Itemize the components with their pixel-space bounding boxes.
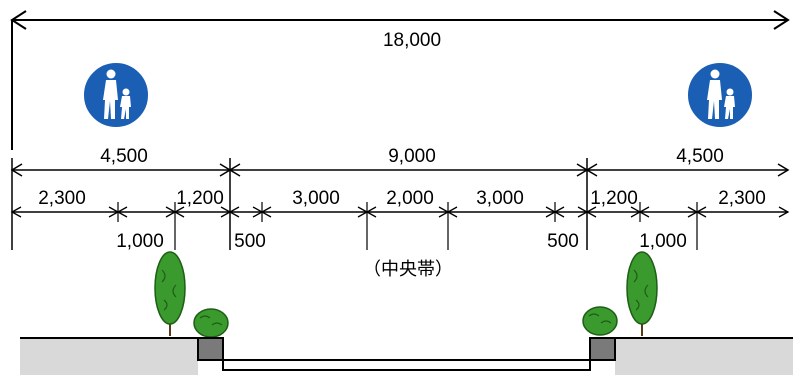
arrowhead-right xyxy=(773,10,790,30)
shrub-icon xyxy=(193,308,229,338)
detail-segment-label: 2,300 xyxy=(38,188,86,209)
detail-segment-label: 1,000 xyxy=(639,231,687,252)
median-label: （中央帯） xyxy=(363,259,453,280)
total-width-label: 18,000 xyxy=(383,30,441,51)
main-segment-label: 4,500 xyxy=(676,146,724,167)
tree-icon xyxy=(154,251,186,336)
detail-segment-label: 500 xyxy=(547,231,579,252)
shrub-icon xyxy=(582,306,618,336)
detail-dimension-line: 2,300 1,000 1,200 500 3,000 2,000 3,000 … xyxy=(10,188,790,252)
detail-segment-label: 3,000 xyxy=(292,188,340,209)
detail-segment-label: 3,000 xyxy=(476,188,524,209)
tree-icon xyxy=(626,251,658,336)
main-segment-label: 4,500 xyxy=(100,146,148,167)
total-width-dimension: 18,000 xyxy=(10,10,790,150)
curb-block xyxy=(197,337,224,361)
curb-block xyxy=(589,337,616,361)
road-profile xyxy=(20,337,793,375)
main-segment-label: 9,000 xyxy=(388,146,436,167)
pedestrian-sign-icon xyxy=(81,60,151,130)
detail-segment-label: 2,000 xyxy=(386,188,434,209)
detail-segment-label: 1,200 xyxy=(590,188,638,209)
detail-segment-label: 1,200 xyxy=(176,188,224,209)
detail-segment-label: 500 xyxy=(234,231,266,252)
main-dimension-line: 4,500 9,000 4,500 xyxy=(10,146,790,250)
detail-segment-label: 1,000 xyxy=(116,231,164,252)
pedestrian-sign-icon xyxy=(685,60,755,130)
detail-segment-label: 2,300 xyxy=(718,188,766,209)
